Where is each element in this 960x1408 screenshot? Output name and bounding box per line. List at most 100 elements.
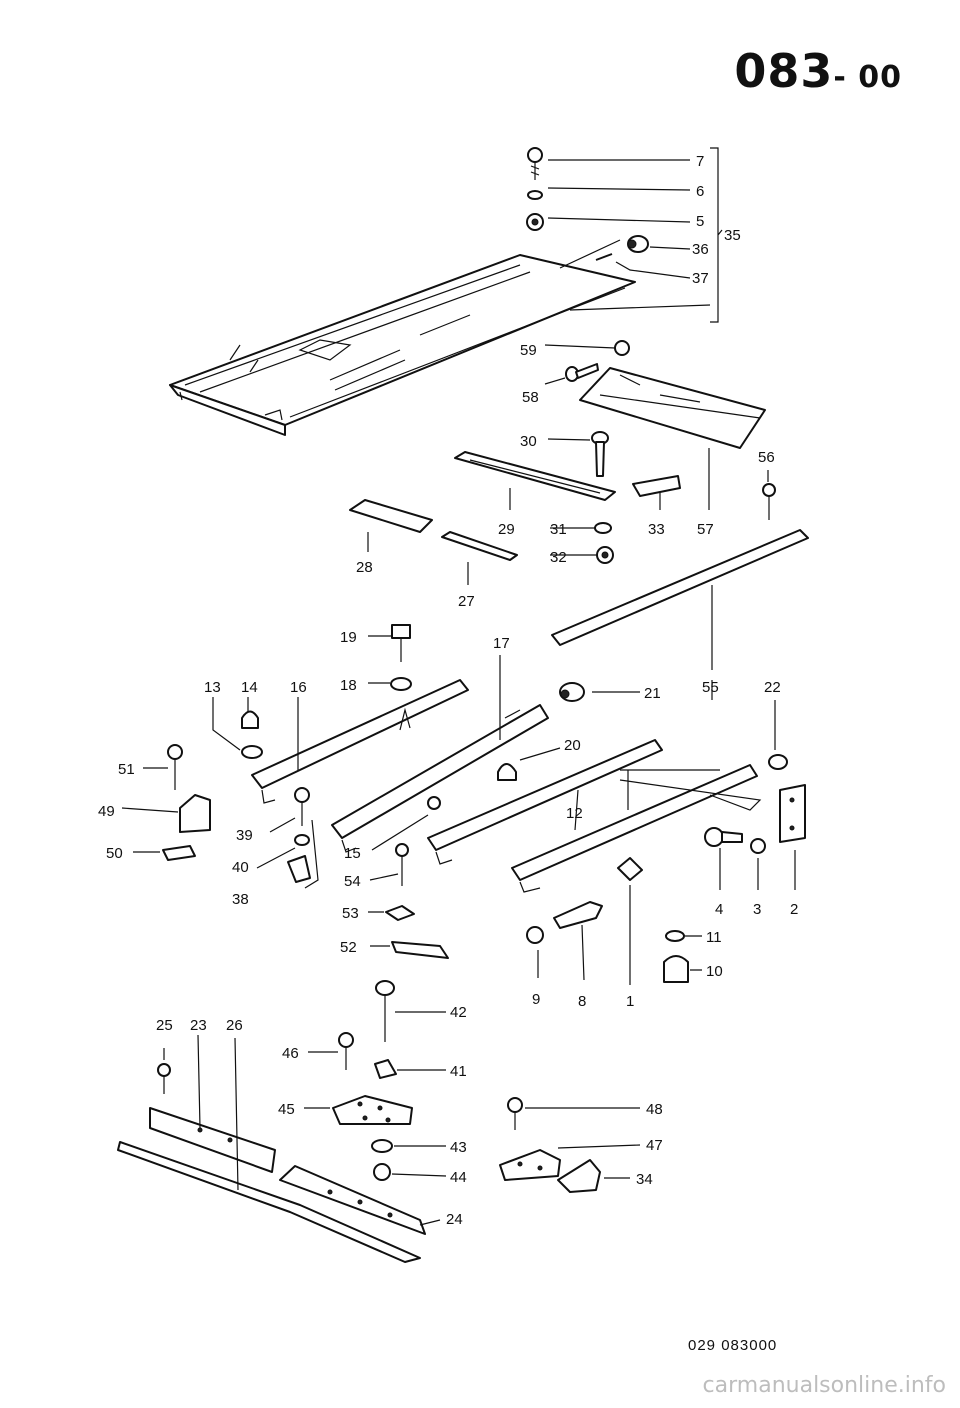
callout-19: 19 — [340, 629, 357, 646]
callout-21: 21 — [644, 685, 661, 702]
callout-39: 39 — [236, 827, 253, 844]
washer-11-icon — [665, 930, 685, 942]
callout-32: 32 — [550, 549, 567, 566]
callout-17: 17 — [493, 635, 510, 652]
plate-28-icon — [349, 499, 433, 533]
callout-44: 44 — [450, 1169, 467, 1186]
washer-31-icon — [594, 522, 612, 534]
callout-6: 6 — [696, 183, 704, 200]
screw-51-icon — [167, 744, 183, 790]
callout-53: 53 — [342, 905, 359, 922]
callout-56: 56 — [758, 449, 775, 466]
callout-20: 20 — [564, 737, 581, 754]
callout-48: 48 — [646, 1101, 663, 1118]
hinge-2-icon — [779, 784, 806, 843]
nut-3-icon — [750, 838, 766, 854]
callout-51: 51 — [118, 761, 135, 778]
callout-34: 34 — [636, 1171, 653, 1188]
callout-7: 7 — [696, 153, 704, 170]
trim-26-icon — [117, 1141, 421, 1263]
cap-nut-20-icon — [497, 763, 517, 781]
callout-9: 9 — [532, 991, 540, 1008]
callout-46: 46 — [282, 1045, 299, 1062]
plate-45-icon — [332, 1095, 413, 1125]
screw-39-icon — [294, 787, 310, 826]
bracket-57-icon — [579, 367, 766, 449]
callout-45: 45 — [278, 1101, 295, 1118]
bracket-34-icon — [557, 1159, 601, 1193]
callout-13: 13 — [204, 679, 221, 696]
bumper-22-icon — [768, 754, 788, 770]
callout-47: 47 — [646, 1137, 663, 1154]
callout-8: 8 — [578, 993, 586, 1010]
latch-52-icon — [391, 941, 449, 959]
callout-4: 4 — [715, 901, 723, 918]
callout-40: 40 — [232, 859, 249, 876]
callout-33: 33 — [648, 521, 665, 538]
rail-55-icon — [551, 529, 809, 646]
bolt-30-icon — [591, 431, 609, 477]
washer-6-icon — [527, 190, 543, 200]
bolt-4-icon — [704, 827, 743, 847]
trim-23-icon — [149, 1107, 276, 1173]
washer-13-icon — [241, 745, 263, 759]
block-1-icon — [617, 857, 643, 881]
seat-frame-drawing — [169, 254, 636, 436]
cap-36-icon — [627, 235, 649, 253]
callout-41: 41 — [450, 1063, 467, 1080]
nut-9-icon — [526, 926, 544, 944]
callout-24: 24 — [446, 1211, 463, 1228]
slide-rail-17-icon — [331, 704, 549, 853]
screw-48-icon — [507, 1097, 523, 1130]
screw-46-icon — [338, 1032, 354, 1070]
callout-18: 18 — [340, 677, 357, 694]
callout-28: 28 — [356, 559, 373, 576]
drawing-number: 029 083000 — [688, 1337, 778, 1354]
strip-27-icon — [441, 531, 518, 561]
callout-11: 11 — [706, 929, 722, 946]
callout-37: 37 — [692, 270, 709, 287]
nut-59-icon — [614, 340, 630, 356]
clip-33-icon — [632, 475, 681, 497]
page-title: 083- 00 — [734, 44, 902, 98]
slide-rail-16-icon — [251, 679, 469, 804]
clip-50-icon — [162, 845, 196, 861]
callout-52: 52 — [340, 939, 357, 956]
clip-53-icon — [385, 905, 415, 921]
block-41-icon — [374, 1059, 397, 1079]
callout-29: 29 — [498, 521, 515, 538]
bolt-8-icon — [553, 901, 603, 929]
callout-16: 16 — [290, 679, 307, 696]
callout-15: 15 — [344, 845, 361, 862]
bushing-10-icon — [663, 955, 689, 983]
washer-43-icon — [371, 1139, 393, 1153]
callout-1: 1 — [626, 993, 634, 1010]
knob-15-icon — [427, 796, 441, 810]
callout-49: 49 — [98, 803, 115, 820]
callout-54: 54 — [344, 873, 361, 890]
callout-23: 23 — [190, 1017, 207, 1034]
nut-5-icon — [526, 213, 544, 231]
callout-3: 3 — [753, 901, 761, 918]
callout-12: 12 — [566, 805, 583, 822]
callout-50: 50 — [106, 845, 123, 862]
callout-58: 58 — [522, 389, 539, 406]
callout-30: 30 — [520, 433, 537, 450]
washer-40-icon — [294, 834, 310, 846]
nut-44-icon — [373, 1163, 391, 1181]
cap-nut-14-icon — [241, 710, 259, 729]
screw-7-icon — [527, 147, 543, 180]
plate-47-icon — [499, 1149, 561, 1181]
rail-29-icon — [454, 451, 616, 501]
screw-54-icon — [395, 843, 409, 886]
bracket-49-icon — [179, 794, 211, 833]
callout-26: 26 — [226, 1017, 243, 1034]
trim-24-icon — [279, 1165, 426, 1235]
pin-37-icon — [595, 253, 613, 261]
callout-10: 10 — [706, 963, 723, 980]
callout-55: 55 — [702, 679, 719, 696]
callout-31: 31 — [550, 521, 567, 538]
callout-57: 57 — [697, 521, 714, 538]
callout-25: 25 — [156, 1017, 173, 1034]
